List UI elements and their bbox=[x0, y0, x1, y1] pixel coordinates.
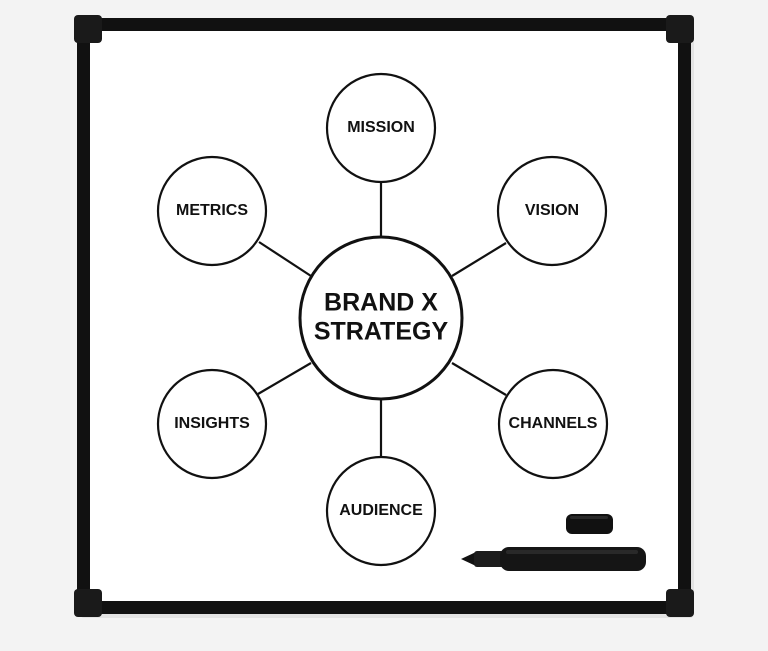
mission-label: MISSION bbox=[347, 119, 415, 136]
channels-node-circle bbox=[497, 368, 609, 480]
insights-label: INSIGHTS bbox=[174, 415, 250, 432]
connector-channels bbox=[451, 362, 507, 396]
channels-label: CHANNELS bbox=[509, 415, 598, 432]
vision-node-circle bbox=[496, 155, 608, 267]
center-label-line2: STRATEGY bbox=[314, 318, 449, 346]
frame-corner-top-right bbox=[666, 15, 694, 43]
metrics-node-circle bbox=[156, 155, 268, 267]
marker-pen[interactable] bbox=[461, 547, 646, 571]
center-node-circle bbox=[298, 235, 464, 401]
audience-label: AUDIENCE bbox=[339, 502, 423, 519]
audience-node-circle bbox=[325, 455, 437, 567]
mission-node-circle bbox=[325, 72, 437, 184]
metrics-label: METRICS bbox=[176, 202, 248, 219]
frame-corner-bottom-right bbox=[666, 589, 694, 617]
marker-cap[interactable] bbox=[566, 514, 613, 534]
vision-label: VISION bbox=[525, 202, 579, 219]
connector-metrics bbox=[258, 241, 312, 277]
frame-corner-top-left bbox=[74, 15, 102, 43]
connector-lines bbox=[257, 183, 507, 456]
frame-corner-bottom-left bbox=[74, 589, 102, 617]
center-label-line1: BRAND X bbox=[324, 289, 438, 317]
connector-vision bbox=[451, 242, 507, 277]
connector-insights bbox=[257, 362, 312, 395]
insights-node-circle bbox=[156, 368, 268, 480]
